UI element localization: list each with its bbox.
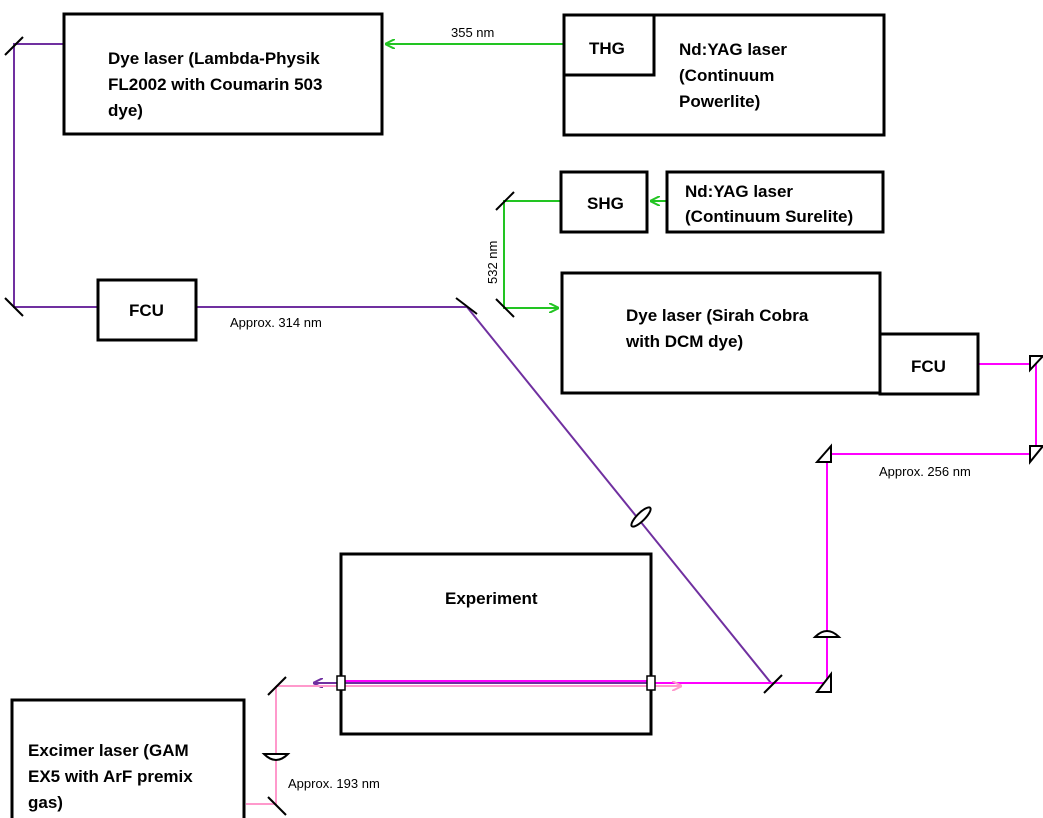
beam-256nm [650,363,1037,684]
label-355nm: 355 nm [451,25,494,40]
shg-label: SHG [587,194,624,213]
excimer-laser-box [10,698,246,818]
fcu-right-box [878,332,980,396]
label-532nm: 532 nm [485,241,500,284]
experiment-label: Experiment [445,589,538,608]
dye-laser-lambda-box [62,12,384,136]
mirror-excimer-top [267,676,287,696]
mirror-green-bottom [495,298,515,318]
thg-box [562,13,656,77]
mirror-bottom-left [4,297,24,317]
fcu-left-box [96,278,198,342]
label-256nm: Approx. 256 nm [879,464,971,479]
lens-purple-icon [630,506,652,528]
experiment-box [339,552,653,736]
mirror-experiment-right [763,674,783,694]
experiment-window-left [336,675,346,691]
label-193nm: Approx. 193 nm [288,776,380,791]
ndyag-surelite-label: Nd:YAG laser (Continuum Surelite) [685,182,853,226]
dye-laser-sirah-label: Dye laser (Sirah Cobra with DCM dye) [625,306,813,351]
excimer-laser-label: Excimer laser (GAM EX5 with ArF premix g… [28,741,197,812]
ndyag-powerlite-label: Nd:YAG laser (Continuum Powerlite) [679,40,792,111]
beam-193nm [246,686,277,805]
ndyag-surelite-box [665,170,885,234]
lens-pink-icon [261,753,291,761]
label-314nm: Approx. 314 nm [230,315,322,330]
prism-mid-right [1029,445,1043,465]
fcu-left-label: FCU [129,301,164,320]
dye-laser-lambda-label: Dye laser (Lambda-Physik FL2002 with Cou… [108,49,327,120]
mirror-green-top [495,191,515,211]
fcu-right-label: FCU [911,357,946,376]
dye-laser-sirah-box [560,271,882,395]
prism-top-right [1029,355,1043,373]
thg-label: THG [589,39,625,58]
prism-bottom-256 [814,671,832,693]
lens-magenta-icon [812,630,842,638]
experiment-window-right [646,675,656,691]
prism-left-256 [814,443,832,463]
shg-box [559,170,649,234]
beam-532nm [503,200,561,308]
mirror-top-left [4,36,24,56]
mirror-purple-right [455,297,478,315]
mirror-excimer-bottom [267,796,287,816]
